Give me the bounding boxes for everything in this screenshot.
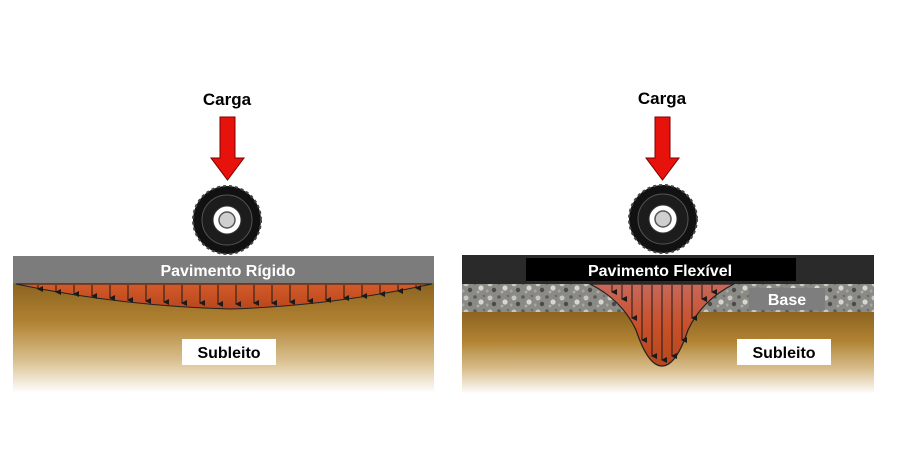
down-arrow-icon (645, 116, 680, 181)
subgrade-label: Subleito (197, 345, 260, 362)
flexible-pavement-diagram: Carga (462, 89, 874, 394)
rigid-slab (13, 256, 434, 283)
base-label: Base (768, 292, 806, 309)
subgrade-label-box (182, 339, 276, 365)
rigid-pavement-panel: Carga Pavimento Rígido (0, 0, 461, 468)
stress-distribution (15, 283, 433, 310)
tire-icon (628, 184, 698, 254)
tire-icon (192, 185, 262, 255)
load-label: Carga (638, 89, 687, 108)
pavement-label: Pavimento Flexível (588, 263, 732, 280)
subgrade-label: Subleito (752, 345, 815, 362)
base-label-box (749, 288, 825, 310)
pavement-label: Pavimento Rígido (160, 263, 295, 280)
down-arrow-icon (210, 116, 245, 181)
pavement-label-box (526, 258, 796, 281)
stress-distribution (589, 283, 735, 367)
flexible-pavement-panel: Carga (462, 0, 923, 468)
rigid-pavement-diagram: Carga Pavimento Rígido (13, 90, 434, 393)
load-label: Carga (203, 90, 252, 109)
subgrade-label-box (737, 339, 831, 365)
